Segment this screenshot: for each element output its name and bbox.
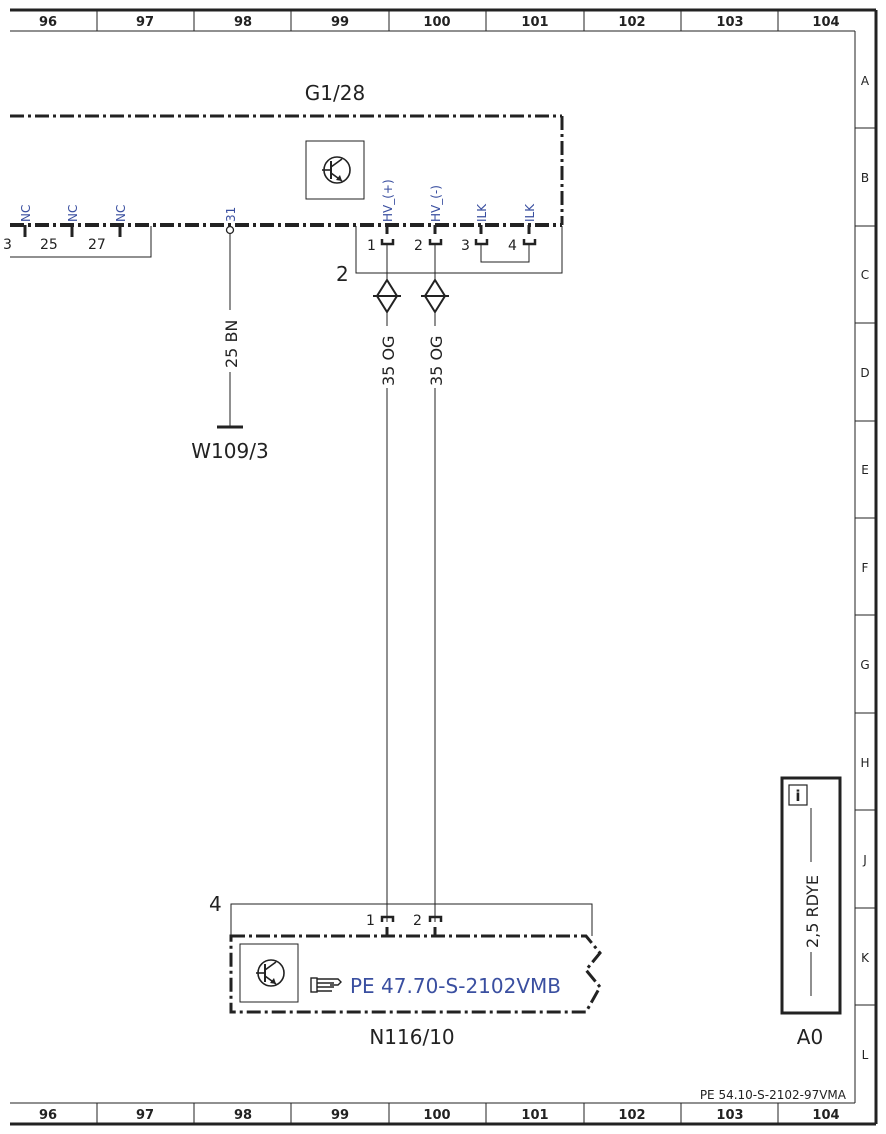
- info-box-name: A0: [797, 1025, 823, 1049]
- col-label-bottom: 103: [716, 1108, 743, 1123]
- info-icon: [788, 784, 808, 806]
- pin-label: HV_(+): [381, 179, 395, 222]
- col-label-top: 97: [136, 15, 154, 30]
- col-label-bottom: 99: [331, 1108, 349, 1123]
- info-box-a0[interactable]: [780, 776, 842, 1015]
- wire-label: 35 OG: [427, 336, 446, 386]
- col-label-top: 101: [521, 15, 548, 30]
- row-label: B: [861, 171, 869, 185]
- row-label: G: [860, 658, 869, 672]
- row-ruler: [855, 127, 876, 1006]
- pin-number: 27: [88, 237, 106, 253]
- col-label-bottom: 101: [521, 1108, 548, 1123]
- pin-number: 3: [3, 237, 12, 253]
- row-label: L: [862, 1048, 869, 1062]
- footer-reference: PE 54.10-S-2102-97VMA: [700, 1088, 847, 1102]
- row-label: E: [861, 463, 869, 477]
- reference-link[interactable]: PE 47.70-S-2102VMB: [350, 974, 561, 998]
- transistor-icon: [255, 959, 285, 987]
- component-name-n116-10: N116/10: [369, 1025, 454, 1049]
- row-label: A: [861, 74, 870, 88]
- col-label-top: 99: [331, 15, 349, 30]
- transistor-symbol-box: [239, 943, 299, 1003]
- nc-label: NC: [19, 205, 33, 222]
- column-ruler: [96, 10, 779, 1124]
- pin-number: 3: [461, 238, 470, 254]
- connector-number: 2: [336, 262, 349, 286]
- col-label-top: 102: [618, 15, 645, 30]
- pin-number: 25: [40, 237, 58, 253]
- ground-wire-label: 25 BN: [222, 320, 241, 368]
- col-label-bottom: 100: [423, 1108, 450, 1123]
- pin-number: 2: [414, 238, 423, 254]
- col-label-bottom: 104: [812, 1108, 839, 1123]
- nc-label: NC: [114, 205, 128, 222]
- row-label: J: [862, 853, 867, 867]
- row-label: K: [861, 951, 870, 965]
- nc-pin-stubs: [23, 225, 122, 237]
- shield-icon: [373, 278, 401, 314]
- ground-branch: [217, 225, 243, 429]
- pin-number: 2: [413, 913, 422, 929]
- col-label-bottom: 96: [39, 1108, 57, 1123]
- col-label-bottom: 102: [618, 1108, 645, 1123]
- pin-number: 1: [366, 913, 375, 929]
- col-label-top: 100: [423, 15, 450, 30]
- row-label: C: [861, 268, 869, 282]
- pin-number: 1: [367, 238, 376, 254]
- pin-label: HV_(-): [429, 185, 443, 222]
- pin-label: ILK: [523, 203, 537, 222]
- pin-label: ILK: [475, 203, 489, 222]
- connector-number: 4: [209, 892, 222, 916]
- col-label-top: 104: [812, 15, 839, 30]
- ground-name: W109/3: [191, 439, 268, 463]
- drawing-frame: [10, 8, 878, 1126]
- shield-icon: [421, 278, 449, 314]
- row-label: F: [862, 561, 869, 575]
- pin-number: 4: [508, 238, 517, 254]
- info-icon-glyph: i: [795, 787, 800, 805]
- row-label: D: [860, 366, 869, 380]
- nc-label: NC: [66, 205, 80, 222]
- col-label-bottom: 97: [136, 1108, 154, 1123]
- component-g1-28[interactable]: [10, 114, 564, 227]
- row-label: H: [860, 756, 869, 770]
- wire-label: 35 OG: [379, 336, 398, 386]
- info-wire-label: 2,5 RDYE: [803, 875, 822, 948]
- col-label-bottom: 98: [234, 1108, 252, 1123]
- col-label-top: 96: [39, 15, 57, 30]
- left-connector-outline: [10, 226, 152, 258]
- transistor-icon: [321, 156, 351, 184]
- pointing-hand-icon: [310, 977, 342, 993]
- col-label-top: 98: [234, 15, 252, 30]
- component-name-g1-28: G1/28: [305, 81, 365, 105]
- pin31-label: 31: [224, 207, 238, 222]
- connector-4[interactable]: [230, 903, 593, 936]
- component-n116-10[interactable]: [229, 934, 602, 1014]
- col-label-top: 103: [716, 15, 743, 30]
- transistor-symbol-box: [305, 140, 365, 200]
- hv-wires[interactable]: [373, 244, 449, 922]
